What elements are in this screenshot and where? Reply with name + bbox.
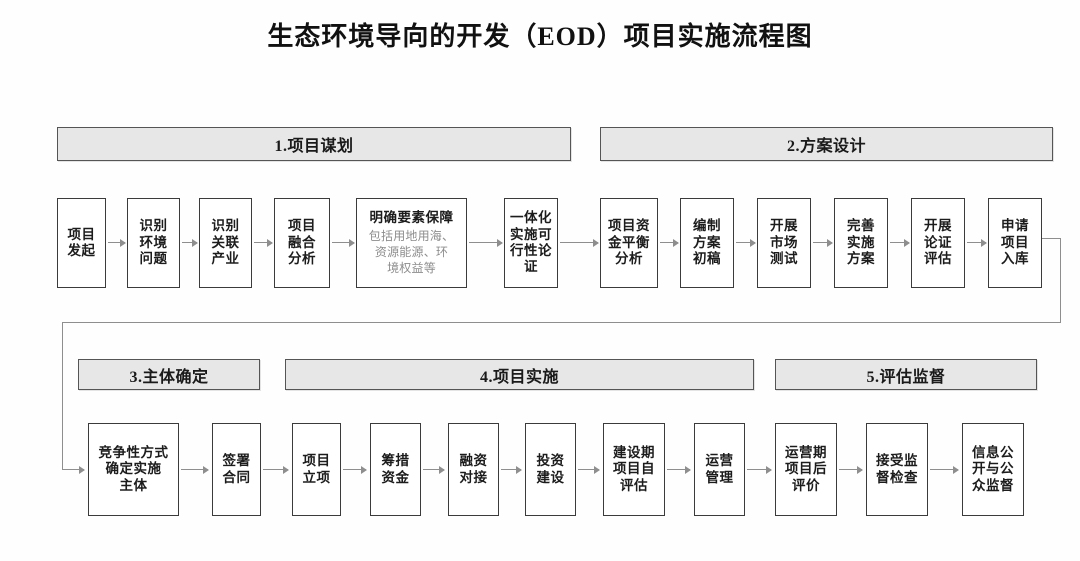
node-label: 项目资 金平衡 分析 xyxy=(608,218,650,267)
node-label: 运营 管理 xyxy=(705,453,734,485)
node-construction-self-assessment[interactable]: 建设期 项目自 评估 xyxy=(603,423,665,516)
arrow-n10-n11 xyxy=(890,242,909,244)
node-sublabel: 包括用地用海、 资源能源、环 境权益等 xyxy=(368,229,455,275)
node-accept-supervision-inspection[interactable]: 接受监 督检查 xyxy=(866,423,928,516)
node-label: 识别 环境 问题 xyxy=(139,218,168,267)
node-integrated-feasibility-study[interactable]: 一体化 实施可 行性论 证 xyxy=(504,198,558,288)
node-label: 接受监 督检查 xyxy=(876,453,918,485)
arrow-m9-m10 xyxy=(839,469,862,471)
node-project-initiation[interactable]: 项目 发起 xyxy=(57,198,106,288)
node-label: 运营期 项目后 评价 xyxy=(785,444,827,493)
wrap-connector-segment-right xyxy=(1042,238,1061,240)
phase-header-2-label: 2.方案设计 xyxy=(786,138,866,155)
node-identify-environmental-issues[interactable]: 识别 环境 问题 xyxy=(127,198,180,288)
page-title: 生态环境导向的开发（EOD）项目实施流程图 xyxy=(267,22,813,51)
node-fund-balance-analysis[interactable]: 项目资 金平衡 分析 xyxy=(600,198,658,288)
node-information-disclosure-public-supervision[interactable]: 信息公 开与公 众监督 xyxy=(962,423,1024,516)
arrow-n9-n10 xyxy=(813,242,832,244)
node-project-integration-analysis[interactable]: 项目 融合 分析 xyxy=(274,198,330,288)
node-label: 融资 对接 xyxy=(459,453,488,485)
node-financing-matchmaking[interactable]: 融资 对接 xyxy=(448,423,499,516)
node-label: 项目 发起 xyxy=(67,226,96,258)
arrow-n1-n2 xyxy=(108,242,125,244)
wrap-connector-arrow-into-m1 xyxy=(62,469,84,471)
node-project-approval[interactable]: 项目 立项 xyxy=(292,423,341,516)
arrow-m3-m4 xyxy=(343,469,366,471)
arrow-n2-n3 xyxy=(182,242,197,244)
node-label: 项目 立项 xyxy=(302,453,331,485)
phase-header-4-label: 4.项目实施 xyxy=(479,368,559,386)
node-demonstration-evaluation[interactable]: 开展 论证 评估 xyxy=(911,198,965,288)
node-label: 建设期 项目自 评估 xyxy=(613,444,655,493)
node-label: 完善 实施 方案 xyxy=(847,218,875,267)
node-label: 开展 市场 测试 xyxy=(770,218,798,267)
node-label: 筹措 资金 xyxy=(381,453,410,485)
phase-header-3: 3.主体确定 xyxy=(78,359,260,390)
node-label: 签署 合同 xyxy=(222,453,251,485)
node-label: 一体化 实施可 行性论 证 xyxy=(510,210,552,275)
arrow-n5-n6 xyxy=(469,242,502,244)
node-label: 项目 融合 分析 xyxy=(288,218,316,267)
node-refine-implementation-plan[interactable]: 完善 实施 方案 xyxy=(834,198,888,288)
arrow-m4-m5 xyxy=(423,469,444,471)
arrow-m10-m11 xyxy=(930,469,958,471)
phase-header-1-label: 1.项目谋划 xyxy=(274,138,354,155)
arrow-n4-n5 xyxy=(332,242,354,244)
arrow-n11-n12 xyxy=(967,242,986,244)
node-draft-plan[interactable]: 编制 方案 初稿 xyxy=(680,198,734,288)
arrow-m7-m8 xyxy=(667,469,690,471)
wrap-connector-segment-across xyxy=(62,322,1061,324)
phase-header-3-label: 3.主体确定 xyxy=(129,368,209,386)
arrow-m8-m9 xyxy=(747,469,771,471)
arrow-n8-n9 xyxy=(736,242,755,244)
node-label: 开展 论证 评估 xyxy=(924,218,952,267)
node-operation-post-evaluation[interactable]: 运营期 项目后 评价 xyxy=(775,423,837,516)
node-clarify-element-guarantee[interactable]: 明确要素保障 包括用地用海、 资源能源、环 境权益等 xyxy=(356,198,467,288)
arrow-m6-m7 xyxy=(578,469,599,471)
arrow-m2-m3 xyxy=(263,469,288,471)
phase-header-5: 5.评估监督 xyxy=(775,359,1037,390)
node-competitive-selection-entity[interactable]: 竞争性方式 确定实施 主体 xyxy=(88,423,179,516)
node-apply-project-library[interactable]: 申请 项目 入库 xyxy=(988,198,1042,288)
node-label: 信息公 开与公 众监督 xyxy=(972,444,1014,493)
phase-header-2: 2.方案设计 xyxy=(600,127,1053,161)
node-label: 投资 建设 xyxy=(536,453,565,485)
arrow-n6-n7 xyxy=(560,242,598,244)
phase-header-4: 4.项目实施 xyxy=(285,359,754,390)
arrow-n7-n8 xyxy=(660,242,678,244)
phase-header-5-label: 5.评估监督 xyxy=(866,368,946,386)
node-label: 识别 关联 产业 xyxy=(211,218,240,267)
node-investment-construction[interactable]: 投资 建设 xyxy=(525,423,576,516)
node-label: 申请 项目 入库 xyxy=(1001,218,1029,267)
wrap-connector-segment-left-down xyxy=(62,322,64,470)
arrow-m1-m2 xyxy=(181,469,208,471)
node-label: 编制 方案 初稿 xyxy=(693,218,721,267)
node-label: 明确要素保障 xyxy=(369,209,454,225)
arrow-m5-m6 xyxy=(501,469,521,471)
phase-header-1: 1.项目谋划 xyxy=(57,127,571,161)
node-market-testing[interactable]: 开展 市场 测试 xyxy=(757,198,811,288)
wrap-connector-segment-down xyxy=(1060,238,1062,323)
node-label: 竞争性方式 确定实施 主体 xyxy=(98,444,169,493)
node-identify-related-industry[interactable]: 识别 关联 产业 xyxy=(199,198,252,288)
node-sign-contract[interactable]: 签署 合同 xyxy=(212,423,261,516)
arrow-n3-n4 xyxy=(254,242,272,244)
node-operation-management[interactable]: 运营 管理 xyxy=(694,423,745,516)
node-raise-funds[interactable]: 筹措 资金 xyxy=(370,423,421,516)
